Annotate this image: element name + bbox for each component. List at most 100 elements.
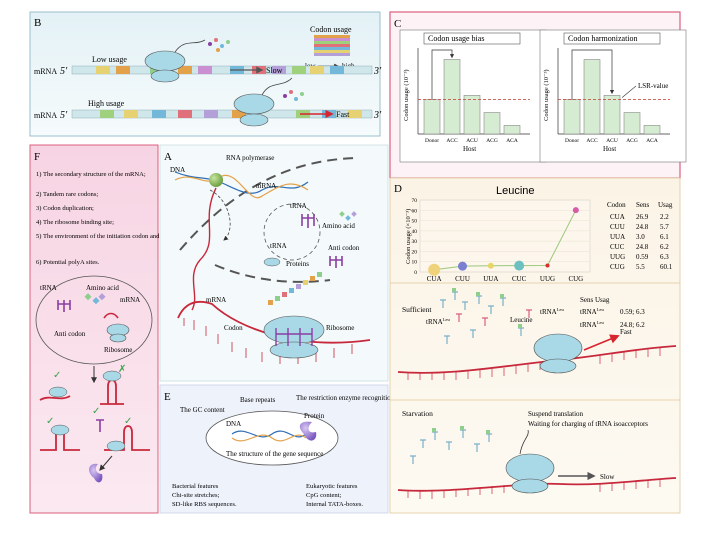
base-repeats-label: Base repeats bbox=[240, 396, 275, 404]
table-cell-r1-c2: 5.7 bbox=[660, 223, 669, 231]
table-cell-r0-c2: 2.2 bbox=[660, 213, 669, 221]
panel-e: E Base repeats The GC content The restri… bbox=[159, 384, 409, 514]
a-amino-acid-label: Amino acid bbox=[322, 222, 355, 230]
e-dna-helix-b bbox=[231, 434, 307, 442]
restriction-sites-label: The restriction enzyme recognition sites bbox=[296, 394, 409, 402]
trna-cloud-starvation bbox=[410, 426, 492, 464]
f-mrna-label: mRNA bbox=[120, 296, 140, 304]
left-bar-aca bbox=[503, 125, 521, 135]
d-ribosome-starvation bbox=[505, 429, 555, 494]
left-xtick-3: ACG bbox=[486, 138, 498, 144]
right-xtick-4: ACA bbox=[646, 138, 658, 144]
trna-cloud-sufficient bbox=[440, 288, 532, 344]
right-y-label: Codon usage (10⁻³) bbox=[543, 69, 550, 121]
e-dna-label: DNA bbox=[226, 420, 241, 428]
table-cell-r2-c1: 3.0 bbox=[636, 233, 645, 241]
table-cell-r1-c1: 24.8 bbox=[636, 223, 649, 231]
right-xtick-3: ACG bbox=[626, 138, 638, 144]
panel-f-letter: F bbox=[34, 151, 40, 163]
e-protein-label: Protein bbox=[304, 412, 325, 420]
leucine-xtick-uua: UUA bbox=[483, 275, 498, 283]
recycling-loop bbox=[263, 203, 321, 261]
f-trna-label: tRNA bbox=[40, 284, 57, 292]
leucine-xtick-cuu: CUU bbox=[455, 275, 470, 283]
table-cell-r4-c0: UUG bbox=[610, 253, 625, 261]
table-header-sens: Sens bbox=[636, 201, 650, 209]
right-chart-title: Codon harmonization bbox=[568, 34, 638, 43]
gene-structure-label: The structure of the gene sequence bbox=[226, 450, 323, 458]
table-cell-r4-c1: 0.59 bbox=[636, 253, 649, 261]
f-ribosome-label: Ribosome bbox=[104, 346, 132, 354]
d-ribosome-sufficient bbox=[533, 333, 583, 374]
f-trna-icon bbox=[57, 300, 71, 312]
f-ribosome-icon bbox=[106, 323, 130, 343]
dna-helix-a bbox=[174, 171, 309, 194]
three-prime-1: 3′ bbox=[373, 66, 382, 77]
table-header-codon: Codon bbox=[607, 201, 626, 209]
gc-content-label: The GC content bbox=[180, 406, 225, 414]
leucine-ytick-7: 70 bbox=[412, 198, 418, 204]
d-fast-arrow bbox=[583, 334, 620, 351]
lsr-value-label: LSR-value bbox=[638, 82, 668, 90]
leucine-label: Leucine bbox=[510, 316, 533, 324]
left-bar-donor bbox=[423, 99, 441, 135]
slow-label: Slow bbox=[266, 66, 283, 75]
left-bar-acc bbox=[443, 59, 461, 135]
factor-item-1: 1) The secondary structure of the mRNA; bbox=[36, 171, 146, 178]
right-bar-acc bbox=[583, 59, 601, 135]
five-prime-2: 5′ bbox=[60, 110, 68, 121]
leucine-xtick-cug: CUG bbox=[568, 275, 583, 283]
right-xtick-0: Donor bbox=[565, 138, 579, 144]
leucine-y-label: Codon usage (×10⁻³) bbox=[405, 209, 412, 264]
starvation-label: Starvation bbox=[402, 409, 433, 418]
fast-label: Fast bbox=[336, 110, 350, 119]
d-codon-ticks-1 bbox=[407, 348, 661, 380]
e-protein-icon bbox=[299, 421, 317, 441]
sd-rbs-label: SD-like RBS sequences. bbox=[172, 501, 237, 508]
f-anti-codon-label: Anti codon bbox=[54, 330, 86, 338]
left-x-label: Host bbox=[463, 145, 476, 153]
leucine-point-uua bbox=[487, 262, 494, 269]
leucine-ytick-4: 40 bbox=[412, 229, 418, 235]
a-trna-label-2: tRNA bbox=[270, 242, 287, 250]
panel-d-letter: D bbox=[394, 183, 402, 195]
leucine-point-cug bbox=[572, 207, 579, 214]
left-xtick-4: ACA bbox=[506, 138, 518, 144]
table-cell-r3-c0: CUC bbox=[610, 243, 625, 251]
codon-ticks bbox=[183, 318, 353, 364]
right-xtick-1: ACC bbox=[586, 138, 598, 144]
leucine-series-line bbox=[434, 209, 577, 271]
panel-c-letter: C bbox=[394, 18, 401, 30]
factor-item-4: 4) The ribosome binding site; bbox=[36, 219, 114, 226]
factor-item-3: 3) Codon duplication; bbox=[36, 205, 94, 212]
sufficient-label: Sufficient bbox=[402, 305, 432, 314]
table-cell-r3-c1: 24.8 bbox=[636, 243, 649, 251]
right-chart-title-box bbox=[563, 32, 661, 45]
leucine-point-uug bbox=[545, 263, 550, 268]
right-mapping-arrow bbox=[571, 49, 615, 100]
trna-leu-label-2: tRNALeu bbox=[540, 307, 564, 316]
left-xtick-0: Donor bbox=[425, 138, 439, 144]
panel-b: B Codon usage low high mRNA 5′ 3′ Low us… bbox=[29, 11, 382, 137]
cytoplasm-mrna bbox=[177, 301, 371, 344]
panel-f: F 1) The secondary structure of the mRNA… bbox=[29, 144, 208, 514]
leucine-ytick-5: 50 bbox=[412, 219, 418, 225]
small-ribosome-icon bbox=[263, 257, 281, 267]
mrna-label-1: mRNA bbox=[34, 67, 57, 76]
ribosome-slow bbox=[144, 39, 206, 83]
bacterial-features-label: Bacterial features bbox=[172, 483, 219, 490]
trna-row1-label: tRNALeu bbox=[580, 307, 604, 316]
factor-item-2: 2) Tandem rare codons; bbox=[36, 191, 98, 198]
leucine-ytick-0: 0 bbox=[414, 270, 417, 276]
leucine-ytick-6: 60 bbox=[412, 208, 418, 214]
five-prime-1: 5′ bbox=[60, 66, 68, 77]
table-cell-r5-c0: CUG bbox=[610, 263, 625, 271]
chi-site-label: Chi-site stretches; bbox=[172, 492, 220, 499]
mrna-label-2: mRNA bbox=[34, 111, 57, 120]
table-cell-r5-c2: 60.1 bbox=[660, 263, 673, 271]
